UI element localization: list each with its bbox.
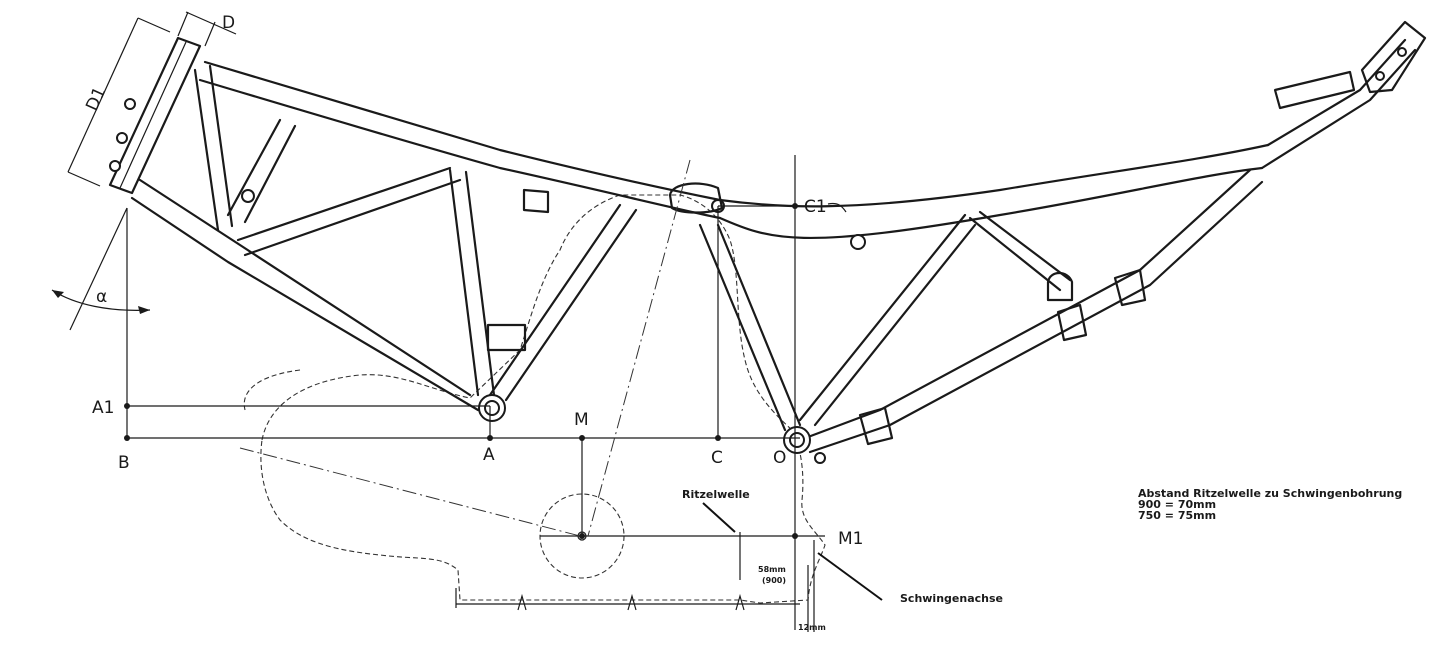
annotation-leaders [702, 502, 883, 601]
label-m1: M1 [838, 529, 863, 549]
note-line-1: Abstand Ritzelwelle zu Schwingenbohrung [1138, 487, 1402, 500]
label-c: C [711, 448, 723, 468]
label-a1: A1 [92, 398, 114, 418]
label-c1: C1 [804, 197, 827, 217]
frame-brackets [109, 20, 1427, 464]
annotation-dim-12: 12mm [798, 623, 826, 632]
label-m: M [574, 410, 589, 430]
text-annotations: Ritzelwelle Schwingenachse 58mm (900) 12… [682, 488, 1003, 632]
annotation-dim-58-sub: (900) [762, 576, 786, 585]
point-labels: D D1 C1 α A1 B A M C O M1 [82, 13, 863, 549]
construction-lines [51, 11, 847, 632]
label-alpha: α [96, 287, 107, 307]
frame-tubes [108, 36, 1417, 454]
note-line-2: 900 = 70mm [1138, 498, 1216, 511]
annotation-dim-58: 58mm [758, 565, 786, 574]
note-line-3: 750 = 75mm [1138, 509, 1216, 522]
engine-outline [243, 194, 826, 604]
label-d: D [222, 13, 235, 33]
annotation-ritzelwelle: Ritzelwelle [682, 488, 750, 501]
label-o: O [773, 448, 786, 468]
spec-note: Abstand Ritzelwelle zu Schwingenbohrung … [1138, 487, 1402, 522]
label-b: B [118, 453, 130, 473]
annotation-schwingenachse: Schwingenachse [900, 592, 1003, 605]
label-a: A [483, 445, 495, 465]
